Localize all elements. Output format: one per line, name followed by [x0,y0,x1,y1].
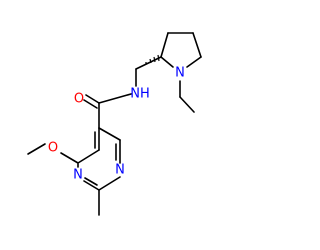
bond-omethoxy-methyl [27,143,46,155]
pyrrolidine-ring [160,32,202,68]
amide-nh-label: NH [130,87,150,102]
bond-c2-n3-double [84,177,98,186]
bond-carbonyl-nh [98,93,132,104]
bond-c4-c5 [77,149,100,164]
bond-ch2-c2prime [135,56,162,70]
bond-c2-n3 [83,180,100,191]
bond-carbonyl-oxygen [85,94,100,104]
bond-c2prime-c3prime [160,32,169,58]
pyrrolidine-nitrogen-label: N [175,66,185,81]
bond-c4-omethoxy [60,152,79,164]
bond-carbonyl-oxygen-double [83,99,98,109]
pyrimidine-ring [77,127,121,191]
amide-oxygen-label: O [74,92,84,107]
stereo-hash-wedge [145,54,160,64]
bond-c4prime-c5prime [192,32,202,58]
bond-n1-c2 [98,176,121,191]
bond-c5prime-n [186,56,202,68]
bond-n-c2prime [160,56,174,68]
molecule-structure: O NH N O N N [27,32,202,216]
pyrimidine-nitrogen-2-label: N [73,168,83,183]
bond-c5-c6 [98,127,121,141]
methoxy-oxygen-label: O [48,141,58,156]
bond-ethyl-ch3 [179,96,195,113]
molecule-canvas: O NH N O N N [27,32,202,216]
pyrimidine-nitrogen-1-label: N [115,163,125,178]
